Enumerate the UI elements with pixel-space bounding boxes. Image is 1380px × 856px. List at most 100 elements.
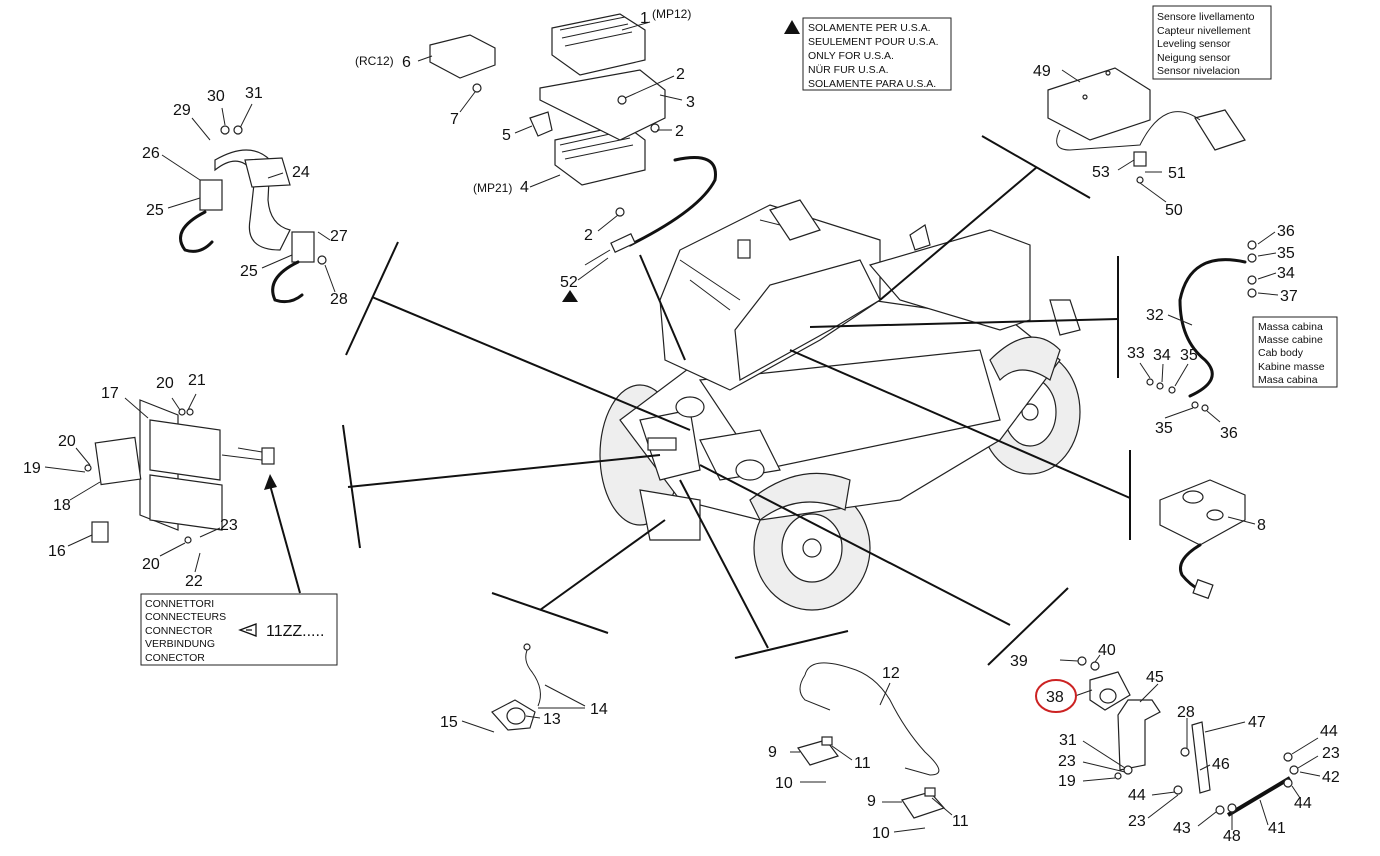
label-14: 14 bbox=[590, 701, 608, 718]
leader-lines bbox=[342, 135, 1131, 666]
usa-line-4: NÜR FUR U.S.A. bbox=[808, 64, 889, 76]
highlight-circle-38 bbox=[1035, 679, 1077, 713]
label-10b: 10 bbox=[872, 825, 890, 842]
relay-bracket-group bbox=[44, 393, 275, 573]
label-41: 41 bbox=[1268, 820, 1286, 837]
connector-code: 11ZZ..... bbox=[266, 623, 324, 640]
label-26: 26 bbox=[142, 145, 160, 162]
label-33: 33 bbox=[1127, 345, 1145, 362]
label-9b: 9 bbox=[867, 793, 876, 810]
label-30: 30 bbox=[207, 88, 225, 105]
label-23a: 23 bbox=[220, 517, 238, 534]
usa-line-3: ONLY FOR U.S.A. bbox=[808, 50, 894, 62]
label-15: 15 bbox=[440, 714, 458, 731]
label-11a: 11 bbox=[854, 755, 871, 772]
label-37: 37 bbox=[1280, 288, 1298, 305]
label-9a: 9 bbox=[768, 744, 777, 761]
label-36b: 36 bbox=[1220, 425, 1238, 442]
sensor-line-2: Capteur nivellement bbox=[1157, 25, 1250, 37]
label-25a: 25 bbox=[146, 202, 164, 219]
usa-triangle-icon bbox=[784, 20, 800, 34]
label-51: 51 bbox=[1168, 165, 1186, 182]
sensor-line-1: Sensore livellamento bbox=[1157, 11, 1255, 23]
usa-line-1: SOLAMENTE PER U.S.A. bbox=[808, 22, 931, 34]
sensor-38-group bbox=[1035, 654, 1321, 830]
label-8: 8 bbox=[1257, 517, 1266, 534]
label-35a: 35 bbox=[1277, 245, 1295, 262]
label-50: 50 bbox=[1165, 202, 1183, 219]
ground-line-3: Cab body bbox=[1258, 347, 1304, 359]
label-42: 42 bbox=[1322, 769, 1340, 786]
label-17: 17 bbox=[101, 385, 119, 402]
ground-line-1: Massa cabina bbox=[1258, 321, 1323, 333]
label-3: 3 bbox=[686, 94, 695, 111]
label-mp21: (MP21) bbox=[473, 181, 512, 195]
ground-line-2: Masse cabine bbox=[1258, 334, 1323, 346]
label-20c: 20 bbox=[142, 556, 160, 573]
sensor-line-4: Neigung sensor bbox=[1157, 52, 1231, 64]
label-5: 5 bbox=[502, 127, 511, 144]
label-34b: 34 bbox=[1153, 347, 1171, 364]
label-38[interactable]: 38 bbox=[1046, 689, 1064, 706]
label-28a: 28 bbox=[330, 291, 348, 308]
sensor-13-group bbox=[461, 643, 586, 733]
label-49: 49 bbox=[1033, 63, 1051, 80]
leveling-sensor-group bbox=[1047, 67, 1246, 203]
usa-only-box: SOLAMENTE PER U.S.A. SEULEMENT POUR U.S.… bbox=[784, 17, 952, 91]
usa-line-5: SOLAMENTE PARA U.S.A. bbox=[808, 78, 936, 90]
sensor-box: Sensore livellamento Capteur nivellement… bbox=[1152, 5, 1272, 80]
label-52: 52 bbox=[560, 274, 578, 291]
label-35b: 35 bbox=[1180, 347, 1198, 364]
label-11b: 11 bbox=[952, 813, 969, 830]
ground-box: Massa cabina Masse cabine Cab body Kabin… bbox=[1252, 316, 1338, 388]
label-6: 6 bbox=[402, 54, 411, 71]
label-29: 29 bbox=[173, 102, 191, 119]
label-22: 22 bbox=[185, 573, 203, 590]
ground-line-5: Masa cabina bbox=[1258, 374, 1318, 386]
label-20b: 20 bbox=[58, 433, 76, 450]
label-40: 40 bbox=[1098, 642, 1116, 659]
connector-box: CONNETTORI CONNECTEURS CONNECTOR VERBIND… bbox=[140, 474, 338, 666]
label-23c: 23 bbox=[1128, 813, 1146, 830]
label-12: 12 bbox=[882, 665, 900, 682]
label-rc12: (RC12) bbox=[355, 54, 394, 68]
label-4: 4 bbox=[520, 179, 529, 196]
usa-triangle-icon bbox=[562, 290, 578, 302]
label-27: 27 bbox=[330, 228, 348, 245]
label-47: 47 bbox=[1248, 714, 1266, 731]
label-53: 53 bbox=[1092, 164, 1110, 181]
label-46: 46 bbox=[1212, 756, 1230, 773]
ground-line-4: Kabine masse bbox=[1258, 361, 1325, 373]
label-35c: 35 bbox=[1155, 420, 1173, 437]
label-48: 48 bbox=[1223, 828, 1241, 845]
connector-line-5: CONECTOR bbox=[145, 652, 205, 664]
connector-line-1: CONNETTORI bbox=[145, 598, 214, 610]
label-23d: 23 bbox=[1322, 745, 1340, 762]
label-20a: 20 bbox=[156, 375, 174, 392]
label-21: 21 bbox=[188, 372, 206, 389]
label-19b: 19 bbox=[1058, 773, 1076, 790]
label-24: 24 bbox=[292, 164, 310, 181]
connector-line-3: CONNECTOR bbox=[145, 625, 213, 637]
label-19a: 19 bbox=[23, 460, 41, 477]
label-16: 16 bbox=[48, 543, 66, 560]
connector-line-4: VERBINDUNG bbox=[145, 638, 215, 650]
label-44a: 44 bbox=[1128, 787, 1146, 804]
label-2c: 2 bbox=[584, 227, 593, 244]
label-1: 1 bbox=[640, 10, 649, 27]
label-28b: 28 bbox=[1177, 704, 1195, 721]
sensor-line-5: Sensor nivelacion bbox=[1157, 65, 1240, 77]
label-13: 13 bbox=[543, 711, 561, 728]
label-2a: 2 bbox=[676, 66, 685, 83]
label-44b: 44 bbox=[1320, 723, 1338, 740]
label-39: 39 bbox=[1010, 653, 1028, 670]
label-36a: 36 bbox=[1277, 223, 1295, 240]
label-2b: 2 bbox=[675, 123, 684, 140]
label-31b: 31 bbox=[1059, 732, 1077, 749]
telehandler-machine bbox=[599, 199, 1081, 611]
label-10a: 10 bbox=[775, 775, 793, 792]
usa-line-2: SEULEMENT POUR U.S.A. bbox=[808, 36, 939, 48]
label-32: 32 bbox=[1146, 307, 1164, 324]
label-7: 7 bbox=[450, 111, 459, 128]
